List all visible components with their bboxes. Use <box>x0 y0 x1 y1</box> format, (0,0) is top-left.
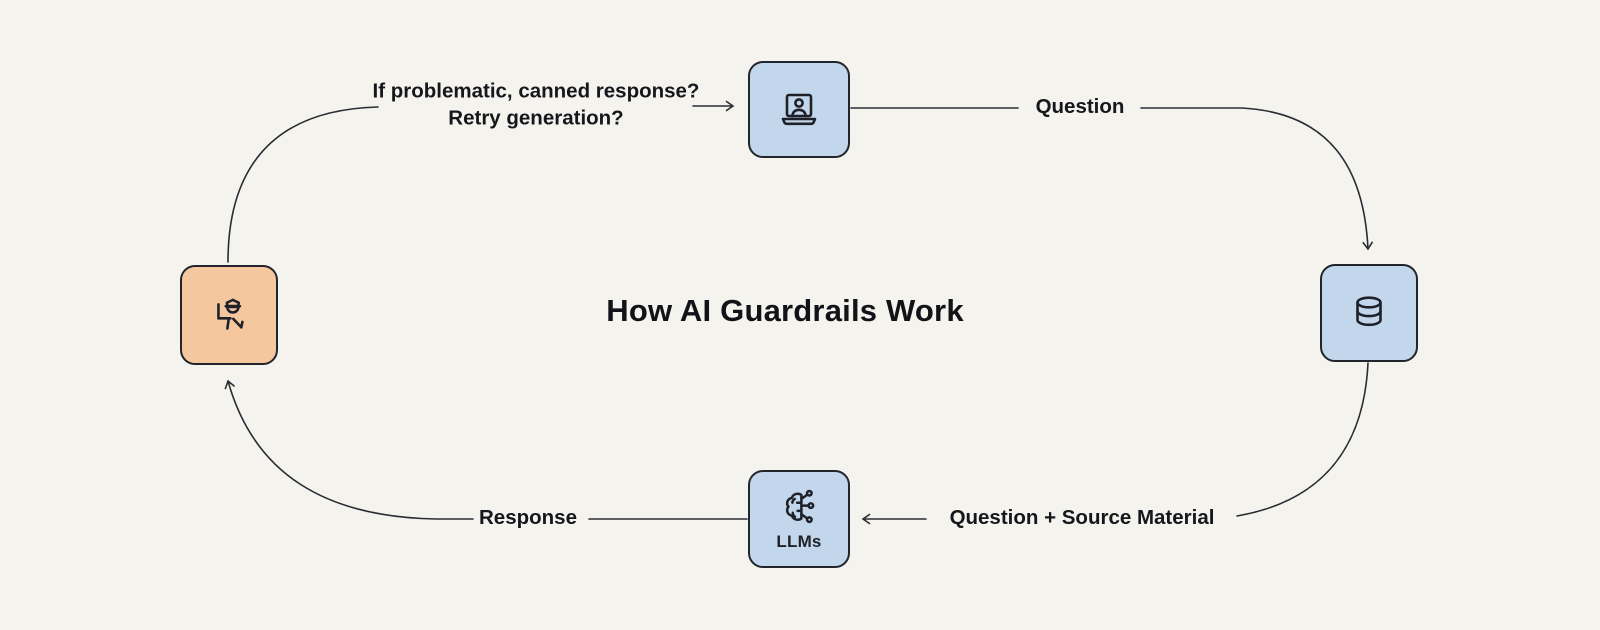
database-icon <box>1345 289 1393 337</box>
edge-response-to-guardrail-curve <box>224 380 474 520</box>
response-edge-label: Response <box>479 506 577 529</box>
brain-circuit-icon <box>776 486 822 530</box>
question-edge-label: Question <box>1035 95 1125 118</box>
edge-database-to-source-curve <box>1236 362 1369 517</box>
guardrail-note-label: If problematic, canned response? Retry g… <box>372 79 700 130</box>
page-title: How AI Guardrails Work <box>606 293 964 328</box>
question-source-edge-label: Question + Source Material <box>949 506 1215 529</box>
edge-question-to-database-curve <box>1140 107 1373 250</box>
node-user <box>748 61 850 158</box>
node-database <box>1320 264 1418 362</box>
police-officer-icon <box>206 292 252 338</box>
llm-node-label: LLMs <box>776 532 822 551</box>
node-guardrail <box>180 265 278 365</box>
node-llm: LLMs <box>748 470 850 568</box>
edge-guardrail-to-note-curve <box>227 106 379 263</box>
person-laptop-icon <box>775 86 823 134</box>
